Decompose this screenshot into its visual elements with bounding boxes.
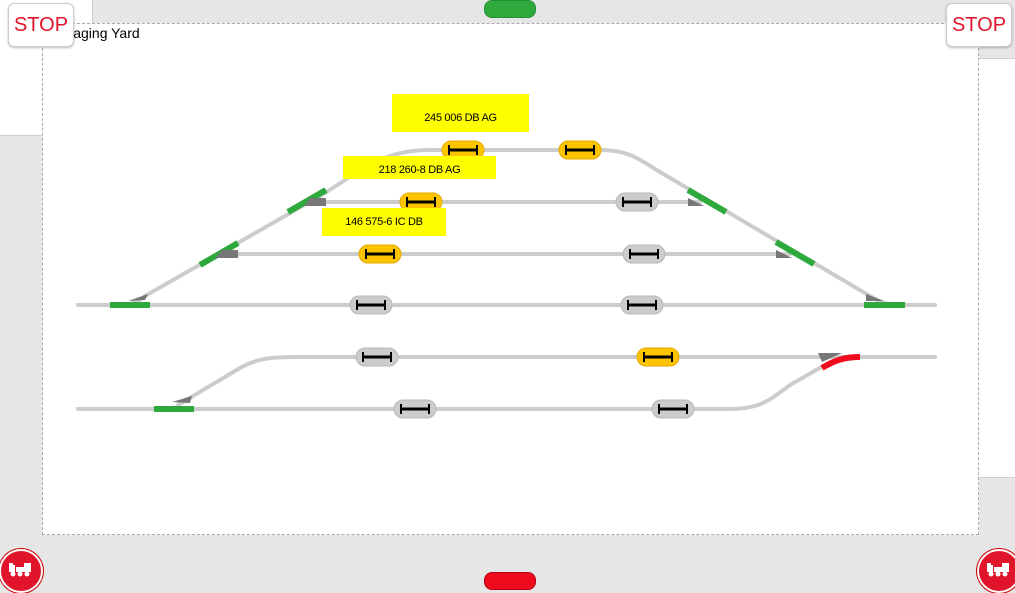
block-B5[interactable] xyxy=(358,244,402,264)
blocks-layer xyxy=(349,140,695,419)
track-loop-lower xyxy=(76,355,862,411)
switch-8 xyxy=(820,354,861,371)
block-B6[interactable] xyxy=(622,244,666,264)
side-panel-right xyxy=(978,58,1015,478)
locomotive-icon xyxy=(987,563,1009,577)
status-indicator-bottom[interactable] xyxy=(484,572,536,590)
switches xyxy=(110,187,905,412)
yard-title: Staging Yard xyxy=(60,25,140,41)
block-B8[interactable] xyxy=(620,295,664,315)
status-indicator-top[interactable] xyxy=(484,0,536,18)
stop-button-right[interactable]: STOP xyxy=(946,3,1012,47)
block-B1[interactable] xyxy=(441,140,485,160)
stop-button-left[interactable]: STOP xyxy=(8,3,74,47)
switch-4 xyxy=(686,187,728,215)
locomotive-icon xyxy=(9,563,31,577)
block-B2[interactable] xyxy=(558,140,602,160)
train-label[interactable]: 146 575-6 IC DB xyxy=(322,208,446,236)
track-top xyxy=(428,148,907,307)
train-label[interactable]: 245 006 DB AG xyxy=(392,94,529,132)
locomotive-button-right[interactable] xyxy=(977,549,1015,593)
block-B4[interactable] xyxy=(615,192,659,212)
locomotive-button-left[interactable] xyxy=(0,549,43,593)
switch-frogs xyxy=(128,198,884,403)
block-B11[interactable] xyxy=(393,399,437,419)
track-loop-upper xyxy=(176,355,937,407)
block-B12[interactable] xyxy=(651,399,695,419)
switch-3 xyxy=(286,187,328,215)
block-B10[interactable] xyxy=(636,347,680,367)
block-B3[interactable] xyxy=(399,192,443,212)
block-B7[interactable] xyxy=(349,295,393,315)
block-B9[interactable] xyxy=(355,347,399,367)
switch-5 xyxy=(774,239,816,267)
train-label[interactable]: 218 260-8 DB AG xyxy=(343,156,496,179)
track-lines xyxy=(76,148,937,411)
